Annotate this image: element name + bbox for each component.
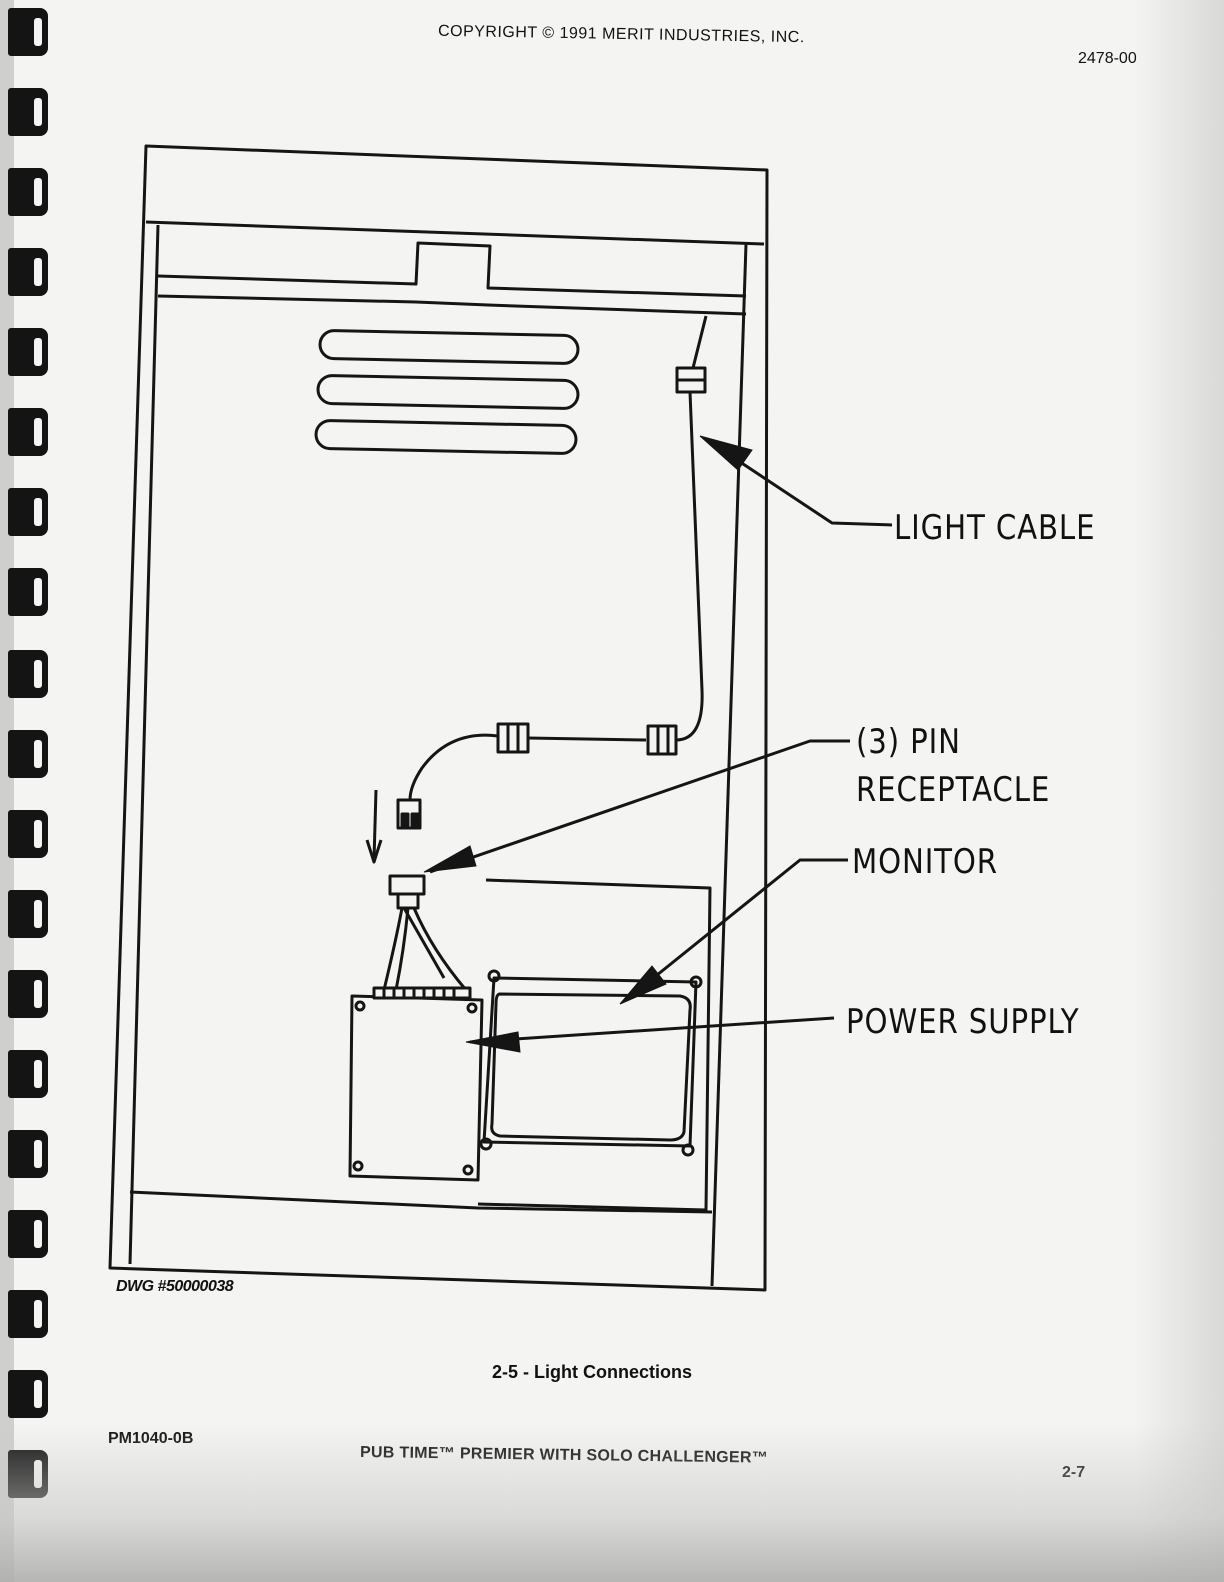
- binding-spine: [0, 0, 14, 1582]
- leader-pin-receptacle: [429, 739, 850, 874]
- cabinet-left-wall: [128, 224, 160, 1265]
- drawing-number: DWG #50000038: [116, 1278, 234, 1295]
- callout-monitor: MONITOR: [852, 842, 998, 882]
- cable-connector: [496, 722, 530, 754]
- footer-page-number: 2-7: [1062, 1464, 1086, 1481]
- binding-ring: [8, 1210, 48, 1258]
- binding-ring: [8, 730, 48, 778]
- binding-ring: [8, 168, 48, 216]
- binding-ring: [8, 1370, 48, 1418]
- document-number: 2478-00: [1078, 50, 1137, 67]
- binding-ring: [8, 970, 48, 1018]
- footer-part-number: PM1040-0B: [108, 1430, 194, 1447]
- binding-ring: [8, 408, 48, 456]
- vent-slot: [314, 419, 578, 455]
- callout-pin-receptacle-line2: RECEPTACLE: [856, 770, 1051, 810]
- binding-ring: [8, 1130, 48, 1178]
- cabinet-right-wall: [710, 243, 748, 1287]
- leader-monitor: [625, 858, 848, 1002]
- binding-ring: [8, 488, 48, 536]
- cabinet-top-shelf: [157, 241, 747, 298]
- binding-ring: [8, 248, 48, 296]
- light-cable-wire: [527, 736, 647, 742]
- cable-connector: [646, 724, 678, 756]
- vent-slot: [316, 374, 580, 410]
- binding-ring: [8, 568, 48, 616]
- cabinet-outline: [108, 144, 769, 1292]
- binding-ring: [8, 890, 48, 938]
- monitor-screen: [482, 976, 698, 1148]
- leader-light-cable: [703, 436, 893, 527]
- callout-pin-receptacle-line1: (3) PIN: [856, 722, 961, 762]
- binding-ring: [8, 1290, 48, 1338]
- leader-power-supply: [469, 1016, 835, 1044]
- leader-arrowhead: [423, 845, 477, 873]
- callout-light-cable: LIGHT CABLE: [894, 508, 1096, 548]
- insert-direction-arrow: [372, 789, 378, 861]
- leader-arrowhead: [699, 435, 753, 471]
- leader-arrowhead: [619, 965, 667, 1005]
- light-cable-wire: [408, 733, 499, 801]
- cabinet-floor: [129, 1190, 713, 1214]
- figure-caption: 2-5 - Light Connections: [492, 1362, 692, 1382]
- binding-ring: [8, 8, 48, 56]
- power-supply-box: [348, 994, 484, 1182]
- cabinet-top-shelf-lower: [157, 294, 747, 316]
- monitor-chassis: [477, 878, 712, 1212]
- binding-ring: [8, 650, 48, 698]
- power-supply-terminal: [372, 986, 472, 1000]
- binding-ring: [8, 1050, 48, 1098]
- pin-receptacle: [388, 874, 426, 896]
- binding-ring: [8, 810, 48, 858]
- binding-ring: [8, 328, 48, 376]
- binding-ring: [8, 88, 48, 136]
- callout-power-supply: POWER SUPPLY: [846, 1002, 1080, 1042]
- vent-slot: [318, 329, 580, 365]
- leader-arrowhead: [465, 1031, 521, 1053]
- cabinet-top-panel: [145, 220, 765, 246]
- light-cable-wire: [675, 315, 708, 742]
